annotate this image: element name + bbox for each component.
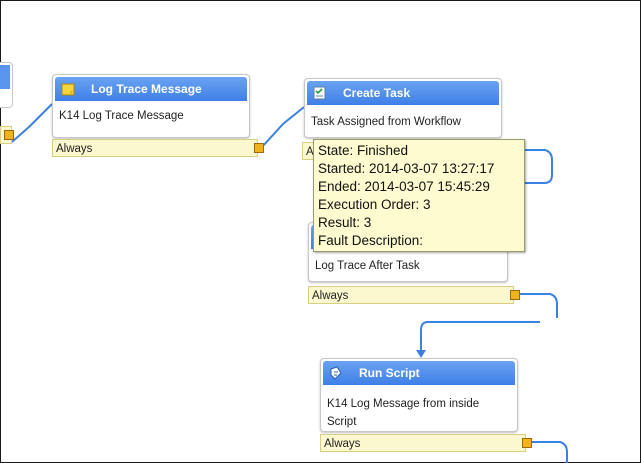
run-script-rule-bar[interactable]: Always xyxy=(320,434,526,452)
script-icon xyxy=(330,366,342,380)
run-script-output-port[interactable] xyxy=(522,438,532,448)
connector-log-trace-to-create-task xyxy=(261,106,305,148)
node-header: Create Task xyxy=(307,81,499,105)
execution-tooltip: State: Finished Started: 2014-03-07 13:2… xyxy=(313,139,525,252)
note-icon xyxy=(61,83,75,96)
connector-after-task-to-run-script xyxy=(518,293,558,318)
connector-run-script-out xyxy=(527,441,568,463)
connector-arrowhead xyxy=(416,350,426,358)
log-trace-message-node[interactable]: Log Trace Message K14 Log Trace Message xyxy=(52,74,250,138)
log-trace-rule-bar[interactable]: Always xyxy=(52,139,258,157)
node-header: Run Script xyxy=(323,361,515,385)
node-title: Run Script xyxy=(359,366,420,380)
connector-create-task-loop xyxy=(522,149,553,184)
connector-after-task-to-run-script-2 xyxy=(420,321,540,352)
node-title: Create Task xyxy=(343,86,411,100)
log-trace-after-task-output-port[interactable] xyxy=(510,290,520,300)
tooltip-ended: Ended: 2014-03-07 15:45:29 xyxy=(318,179,490,194)
node-description: K14 Log Trace Message xyxy=(59,110,184,122)
tooltip-result: Result: 3 xyxy=(318,215,372,230)
run-script-node[interactable]: Run Script K14 Log Message from inside S… xyxy=(320,358,518,432)
connector-left-to-log-trace xyxy=(11,103,53,143)
offscreen-node-port[interactable] xyxy=(4,130,14,140)
offscreen-node[interactable] xyxy=(0,62,13,108)
node-header: Log Trace Message xyxy=(55,77,247,101)
tooltip-started: Started: 2014-03-07 13:27:17 xyxy=(318,161,495,176)
log-trace-after-task-rule-bar[interactable]: Always xyxy=(308,286,514,304)
tooltip-fault-description: Fault Description: xyxy=(318,233,424,248)
create-task-node[interactable]: Create Task Task Assigned from Workflow xyxy=(304,78,502,138)
task-checklist-icon xyxy=(313,86,326,100)
node-description: Task Assigned from Workflow xyxy=(311,116,461,128)
node-title: Log Trace Message xyxy=(91,82,202,96)
log-trace-output-port[interactable] xyxy=(254,143,264,153)
tooltip-state: State: Finished xyxy=(318,143,409,158)
node-description: K14 Log Message from inside Script xyxy=(327,398,480,428)
tooltip-execution-order: Execution Order: 3 xyxy=(318,197,431,212)
node-description: Log Trace After Task xyxy=(315,260,420,272)
